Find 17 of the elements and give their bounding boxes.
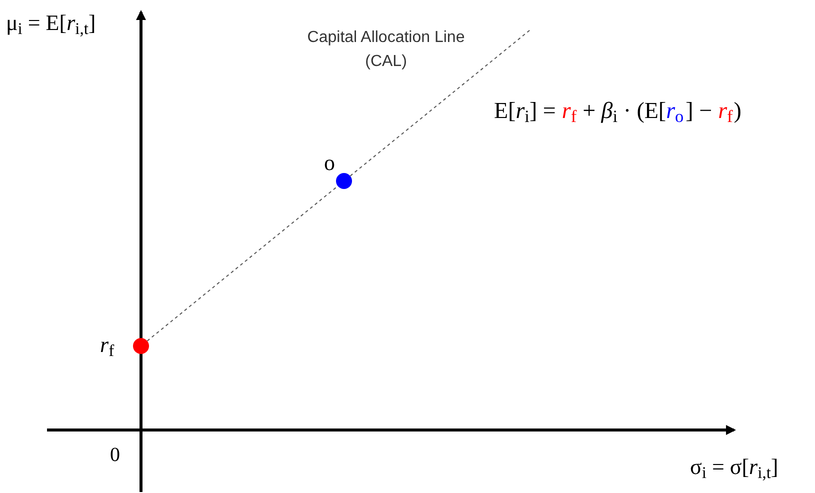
- line-label: Capital Allocation Line (CAL): [307, 29, 465, 70]
- formula-term: E[r$_{i}$] =: [494, 97, 556, 128]
- origin-label: 0: [110, 444, 120, 466]
- data-point: [336, 173, 352, 189]
- formula-term: + β$_{i}$ · (E[: [582, 97, 666, 128]
- dashed-line: [146, 186, 338, 342]
- point-label: o: [324, 150, 335, 175]
- axis-label: σ$_{i}$ = σ[r$_{i,t}$]: [690, 454, 778, 479]
- data-point: [133, 338, 149, 354]
- formula-term: r$_{f}$: [718, 97, 733, 128]
- formula-term: r$_{f}$: [562, 97, 577, 128]
- axis-label: μ$_{i}$ = E[r$_{i,t}$]: [6, 10, 96, 35]
- point-label: r$_{f}$: [100, 332, 114, 357]
- formula-term: ] −: [686, 97, 712, 125]
- dashed-line: [350, 30, 530, 176]
- formula-term: r$_{o}$: [666, 97, 684, 128]
- formula-term: ): [734, 97, 742, 125]
